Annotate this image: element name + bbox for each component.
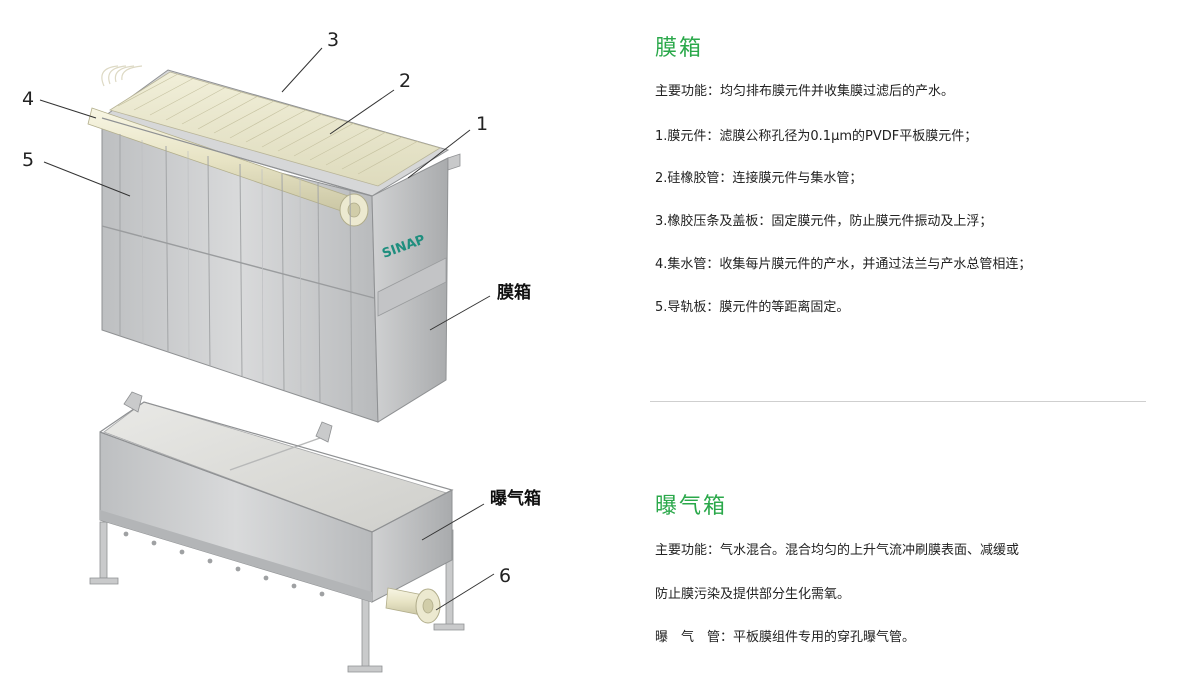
leader-lines — [39, 47, 495, 611]
label-aeration-box: 曝气箱 — [490, 489, 541, 509]
membrane-desc-line: 1.膜元件：滤膜公称孔径为0.1μm的PVDF平板膜元件； — [655, 129, 978, 144]
leader-line-1 — [407, 129, 471, 179]
membrane-elements-top — [109, 71, 441, 187]
callout-2: 2 — [399, 70, 412, 92]
callout-5: 5 — [22, 149, 35, 171]
leader-line-2 — [329, 89, 395, 135]
membrane-desc-line: 5.导轨板：膜元件的等距离固定。 — [655, 300, 850, 315]
membrane-section-title: 膜箱 — [655, 36, 704, 61]
membrane-module-illustration: SINAP — [39, 47, 495, 673]
leader-line-aeration-box — [421, 503, 485, 541]
membrane-box: SINAP — [87, 65, 461, 423]
silicone-tube-loops — [101, 65, 143, 87]
aeration-desc-line: 主要功能：气水混合。混合均匀的上升气流冲刷膜表面、减缓或 — [655, 543, 1020, 558]
membrane-desc-line: 3.橡胶压条及盖板：固定膜元件，防止膜元件振动及上浮； — [655, 214, 993, 229]
membrane-desc-line: 2.硅橡胶管：连接膜元件与集水管； — [655, 171, 863, 186]
callout-3: 3 — [327, 29, 340, 51]
callout-1: 1 — [476, 113, 489, 135]
aeration-desc-line: 曝 气 管：平板膜组件专用的穿孔曝气管。 — [655, 630, 916, 645]
leader-line-5 — [43, 161, 131, 197]
membrane-element-lines — [117, 73, 419, 175]
leader-line-6 — [435, 573, 495, 611]
callout-6: 6 — [499, 565, 512, 587]
callout-4: 4 — [22, 88, 35, 110]
section-divider — [650, 401, 1146, 402]
aeration-desc-line: 防止膜污染及提供部分生化需氧。 — [655, 587, 851, 602]
aeration-box — [89, 391, 465, 673]
guide-rail-panels — [101, 134, 375, 413]
leader-line-4 — [39, 99, 97, 119]
leader-line-3 — [281, 47, 323, 93]
membrane-desc-line: 4.集水管：收集每片膜元件的产水，并通过法兰与产水总管相连； — [655, 257, 1032, 272]
aeration-pipe-stubs — [123, 531, 325, 597]
membrane-desc-line: 主要功能：均匀排布膜元件并收集膜过滤后的产水。 — [655, 84, 955, 99]
label-membrane-box: 膜箱 — [497, 283, 531, 303]
leader-line-membrane-box — [429, 295, 491, 331]
aeration-section-title: 曝气箱 — [655, 494, 728, 519]
